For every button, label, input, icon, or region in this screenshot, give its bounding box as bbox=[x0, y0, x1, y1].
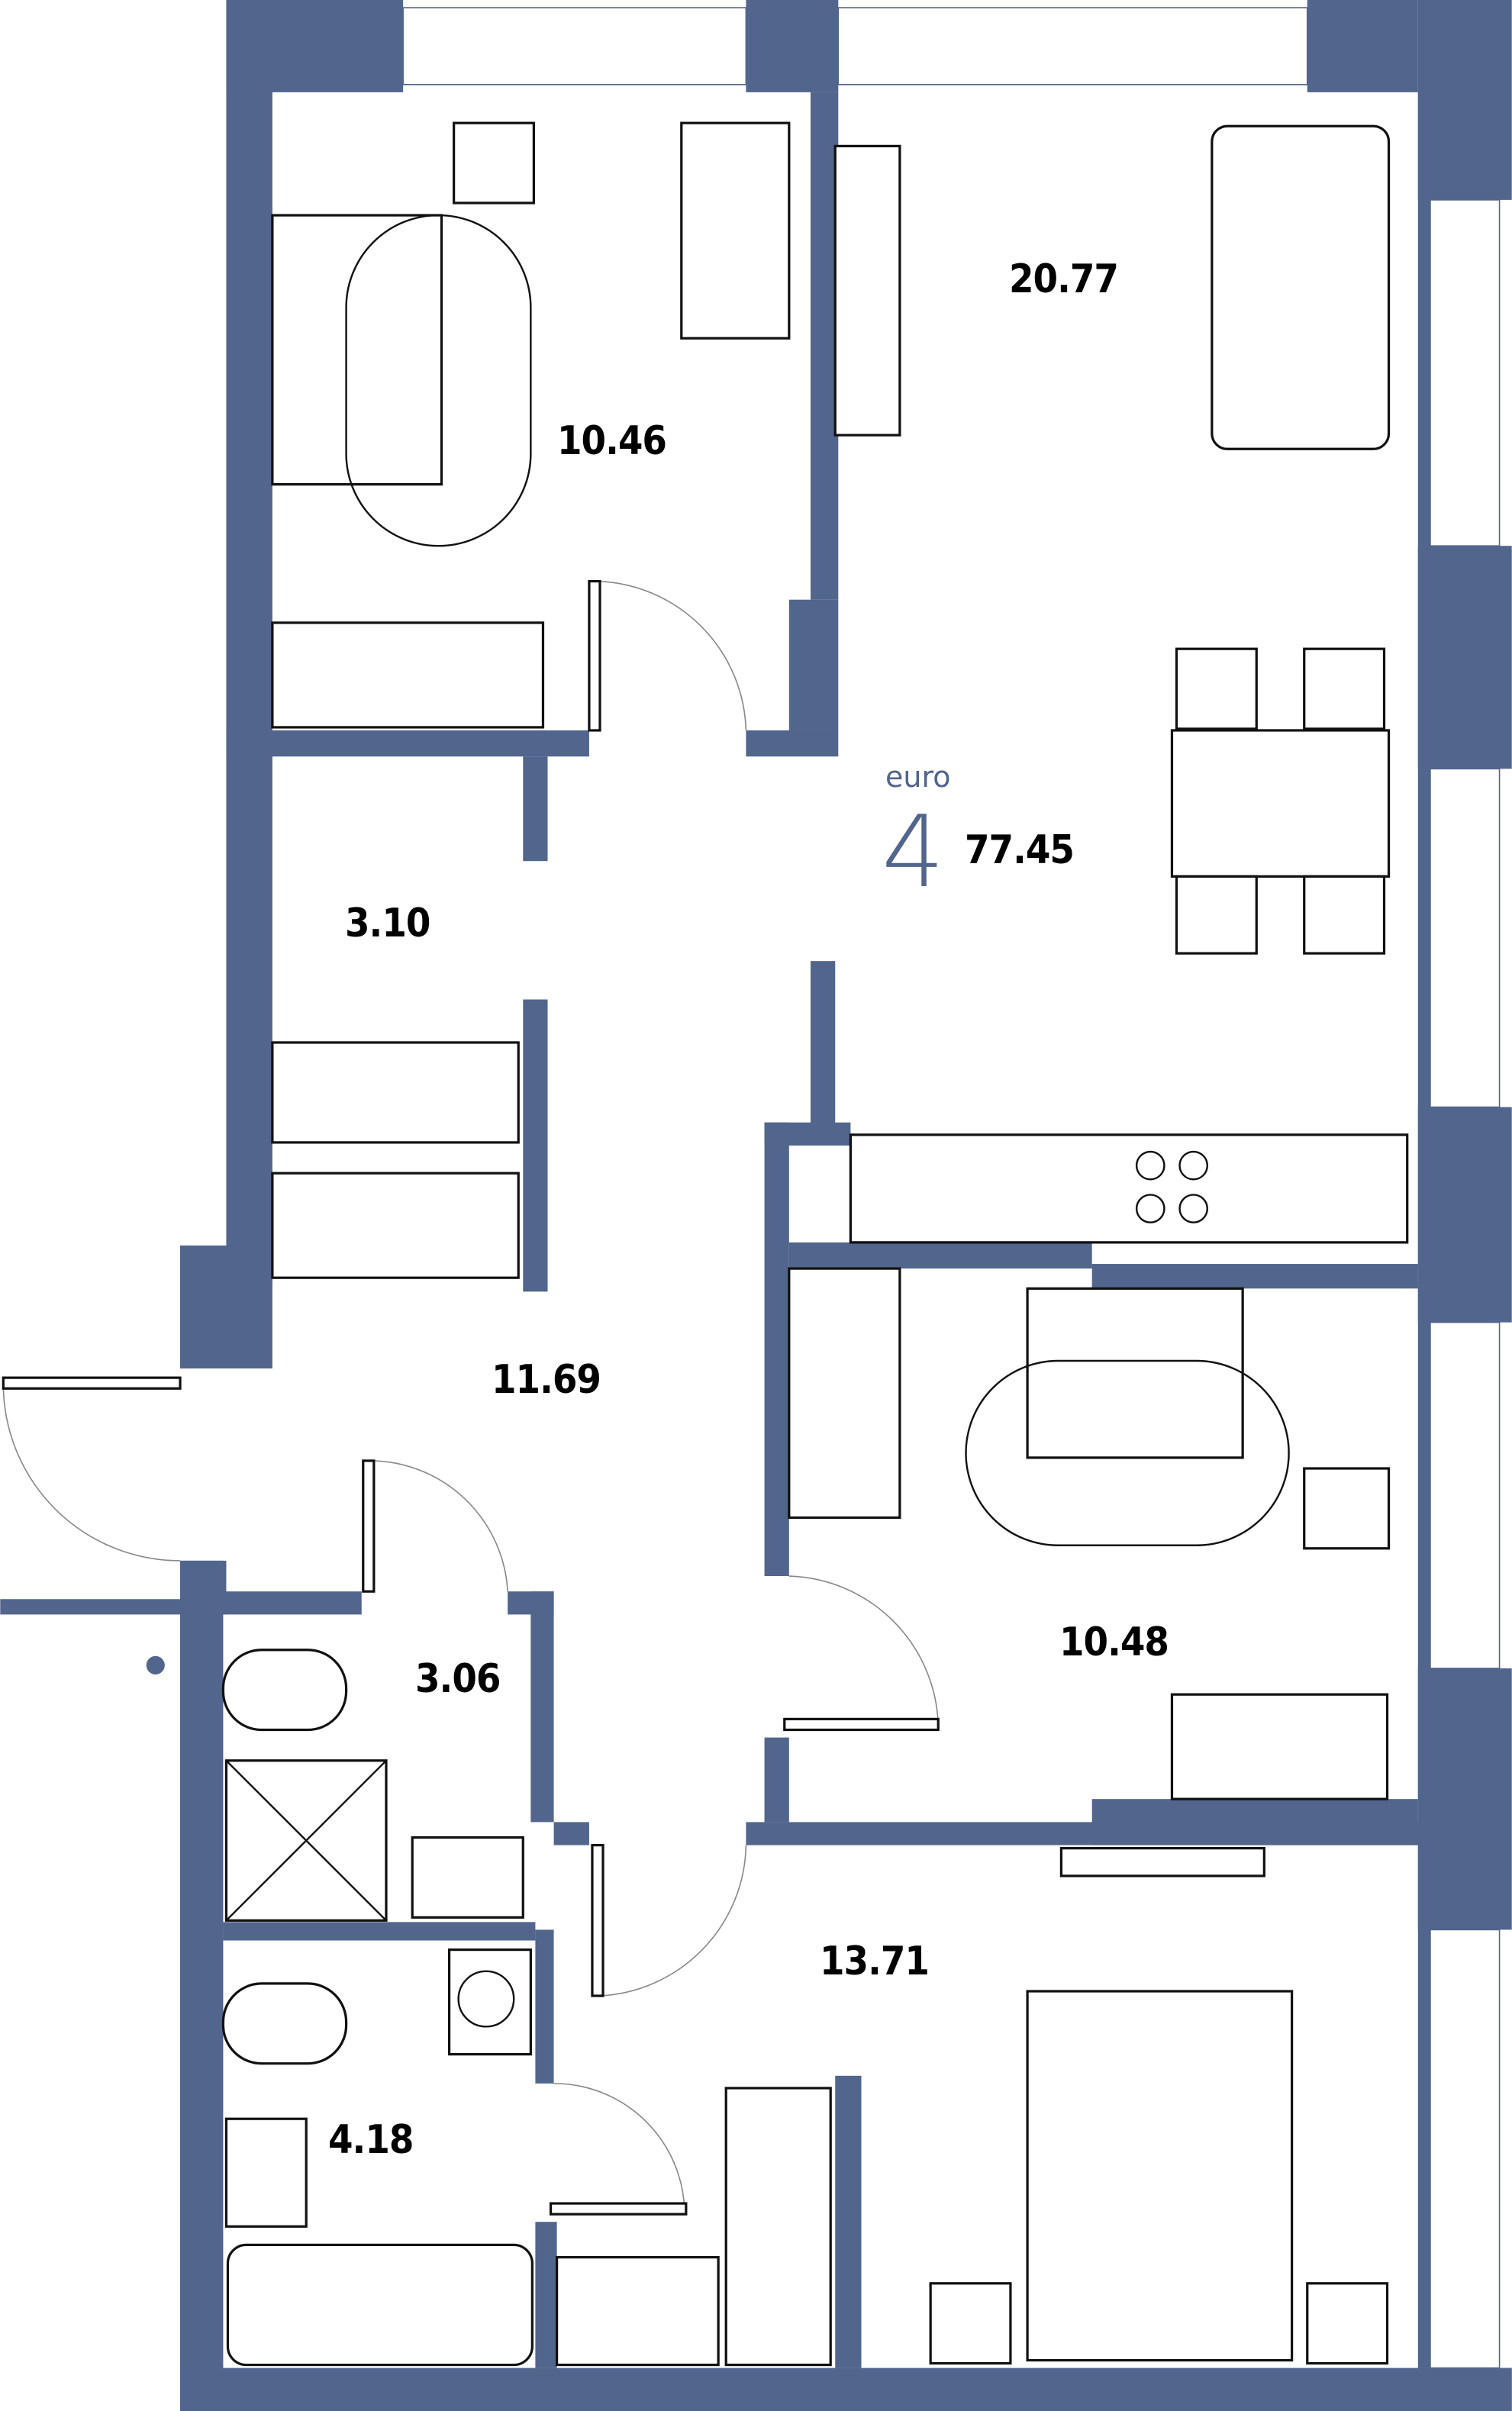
doors bbox=[2, 579, 940, 2216]
apartment-type: euro bbox=[885, 760, 951, 794]
room-area-bedroom-3: 13.71 bbox=[820, 1939, 930, 1984]
windows bbox=[402, 7, 1501, 2369]
room-area-hallway: 11.69 bbox=[492, 1357, 601, 1403]
sink-icon bbox=[224, 2117, 308, 2228]
tv-icon bbox=[1059, 1847, 1265, 1878]
desk-icon bbox=[1170, 1693, 1389, 1800]
desk-icon bbox=[680, 121, 791, 340]
room-area-bathroom-1: 3.06 bbox=[415, 1656, 501, 1702]
room-count: 4 bbox=[882, 794, 945, 910]
toilet-icon bbox=[221, 1649, 348, 1732]
washer-icon bbox=[447, 1948, 532, 2056]
radiator-icon bbox=[271, 621, 545, 729]
furniture bbox=[221, 121, 1409, 2367]
room-area-bedroom-1: 10.46 bbox=[557, 418, 667, 464]
room-area-bathroom-2: 4.18 bbox=[328, 2117, 414, 2163]
toilet-icon bbox=[221, 1982, 348, 2065]
dining-table-icon bbox=[1170, 729, 1391, 878]
kitchen-counter-icon bbox=[849, 1133, 1409, 1244]
bathtub-icon bbox=[226, 2243, 534, 2367]
sofa-icon bbox=[1211, 124, 1391, 450]
room-area-storage: 3.10 bbox=[345, 901, 430, 946]
room-area-bedroom-2: 10.48 bbox=[1059, 1620, 1169, 1665]
sink-icon bbox=[411, 1836, 524, 1919]
room-area-living-kitchen: 20.77 bbox=[1009, 256, 1119, 302]
bed-icon bbox=[1026, 1287, 1244, 1459]
tv-icon bbox=[833, 144, 901, 437]
bed-icon bbox=[1026, 1990, 1294, 2362]
radiator-icon bbox=[724, 2087, 832, 2367]
radiator-icon bbox=[788, 1267, 901, 1520]
total-area: 77.45 bbox=[965, 827, 1075, 873]
bed-icon bbox=[271, 214, 443, 486]
